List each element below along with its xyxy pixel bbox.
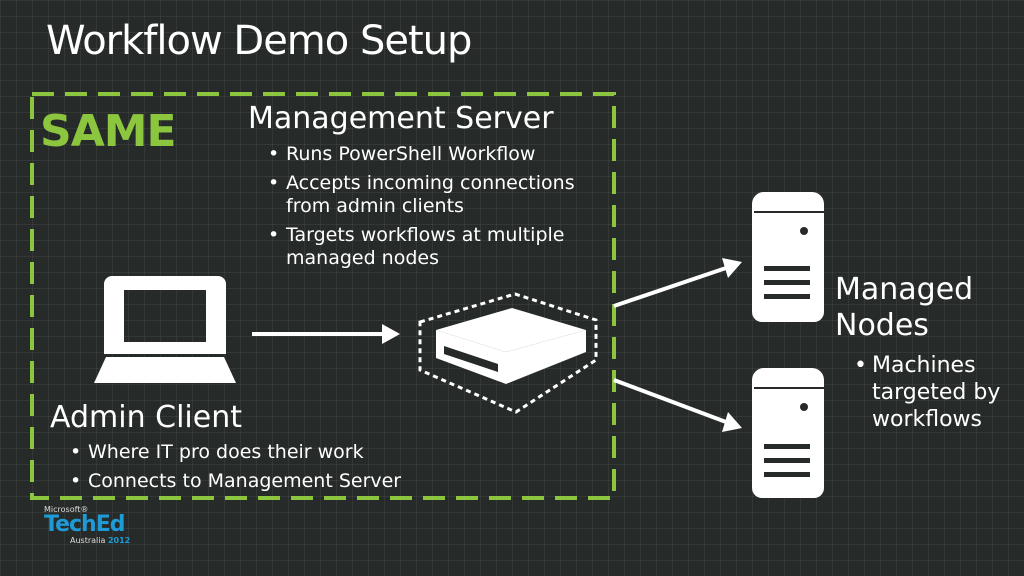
managed-nodes-heading-line1: Managed: [835, 272, 974, 307]
same-boundary-box: [30, 92, 616, 500]
managed-nodes-heading: Managed Nodes: [835, 272, 1015, 344]
bullet-item: Where IT pro does their work: [62, 441, 442, 464]
logo-region: Australia: [70, 536, 106, 545]
bullet-item: Machines targeted by workflows: [846, 352, 1016, 433]
tower-server-icon: [752, 368, 824, 498]
arrow-client-to-server: [252, 324, 400, 344]
admin-client-bullets: Where IT pro does their work Connects to…: [62, 441, 442, 499]
logo-subtitle: Australia 2012: [44, 536, 130, 545]
slide-title: Workflow Demo Setup: [46, 18, 472, 64]
management-server-bullets: Runs PowerShell Workflow Accepts incomin…: [260, 143, 600, 276]
bullet-item: Connects to Management Server: [62, 470, 442, 493]
logo-brand: TechEd: [44, 512, 126, 537]
teched-logo: Microsoft® TechEd Australia 2012: [44, 505, 130, 545]
laptop-icon: [94, 276, 236, 383]
bullet-item: Targets workflows at multiple managed no…: [260, 224, 600, 270]
admin-client-heading: Admin Client: [50, 400, 242, 435]
bullet-item: Runs PowerShell Workflow: [260, 143, 600, 166]
managed-nodes-heading-line2: Nodes: [835, 308, 929, 343]
managed-nodes-bullets: Machines targeted by workflows: [846, 352, 1016, 439]
management-server-heading: Management Server: [248, 101, 554, 136]
logo-year: 2012: [107, 536, 131, 545]
server-appliance-icon: [418, 292, 598, 414]
same-label: SAME: [40, 106, 177, 157]
arrow-server-to-node-bottom: [613, 378, 742, 432]
tower-server-icon: [752, 192, 824, 322]
bullet-item: Accepts incoming connections from admin …: [260, 172, 600, 218]
arrow-server-to-node-top: [613, 258, 742, 308]
logo-microsoft: Microsoft®: [44, 505, 89, 514]
